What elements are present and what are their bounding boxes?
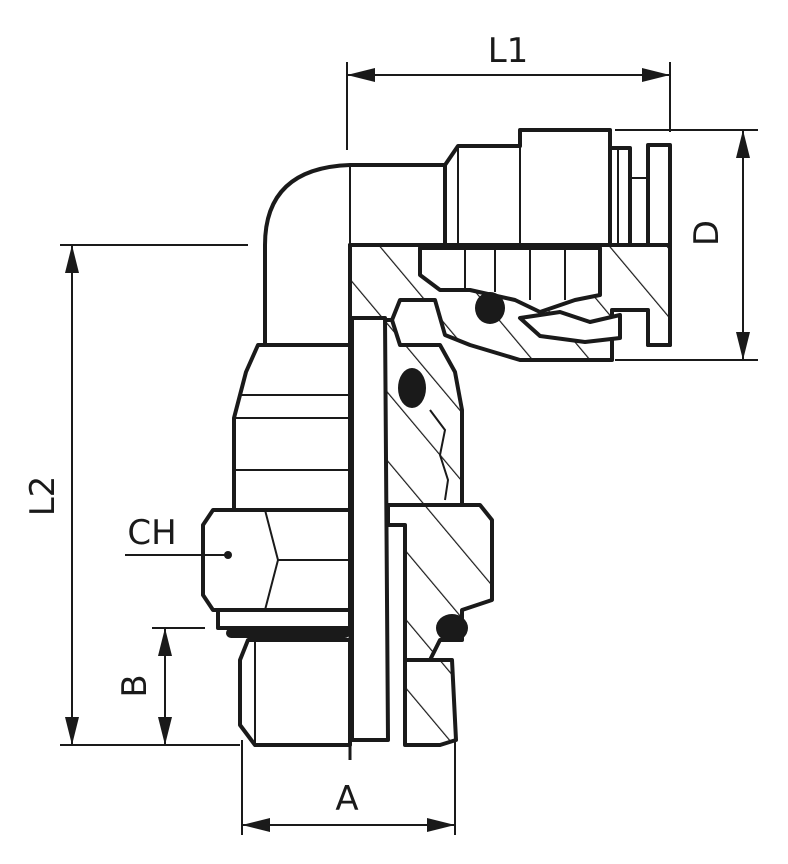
dimensions: L1 D L2 CH B A: [23, 31, 758, 835]
swivel-o-ring: [398, 368, 426, 408]
b-label: B: [115, 674, 155, 697]
collet-ring: [608, 146, 632, 247]
l1-arrow-right: [642, 68, 670, 82]
inner-stem: [350, 316, 390, 742]
l2-arrow-bottom: [65, 717, 79, 745]
base-washer: [216, 608, 352, 630]
nut-o-ring: [436, 614, 468, 642]
swivel-body-exterior: [232, 343, 352, 512]
b-arrow-top: [158, 628, 172, 656]
d-arrow-bottom: [736, 332, 750, 360]
l1-arrow-left: [347, 68, 375, 82]
fitting-body: [201, 128, 672, 760]
collet-housing-exterior: [443, 128, 612, 247]
b-arrow-bottom: [158, 717, 172, 745]
a-label: A: [335, 779, 358, 819]
ch-leader-dot: [224, 551, 232, 559]
d-arrow-top: [736, 130, 750, 158]
hex-face-1: [264, 509, 279, 561]
l2-arrow-top: [65, 245, 79, 273]
collet-o-ring: [475, 292, 505, 324]
l2-label: L2: [23, 476, 63, 517]
d-label: D: [687, 220, 727, 246]
hex-face-2: [264, 559, 279, 611]
swivel-groove: [429, 409, 450, 501]
a-arrow-right: [427, 818, 455, 832]
threaded-base-exterior: [238, 638, 352, 747]
threaded-base-section: [403, 658, 458, 747]
a-arrow-left: [242, 818, 270, 832]
collet-teeth: [518, 310, 622, 344]
l1-label: L1: [488, 31, 529, 71]
base-seal: [226, 628, 350, 638]
ch-label: CH: [127, 513, 176, 553]
